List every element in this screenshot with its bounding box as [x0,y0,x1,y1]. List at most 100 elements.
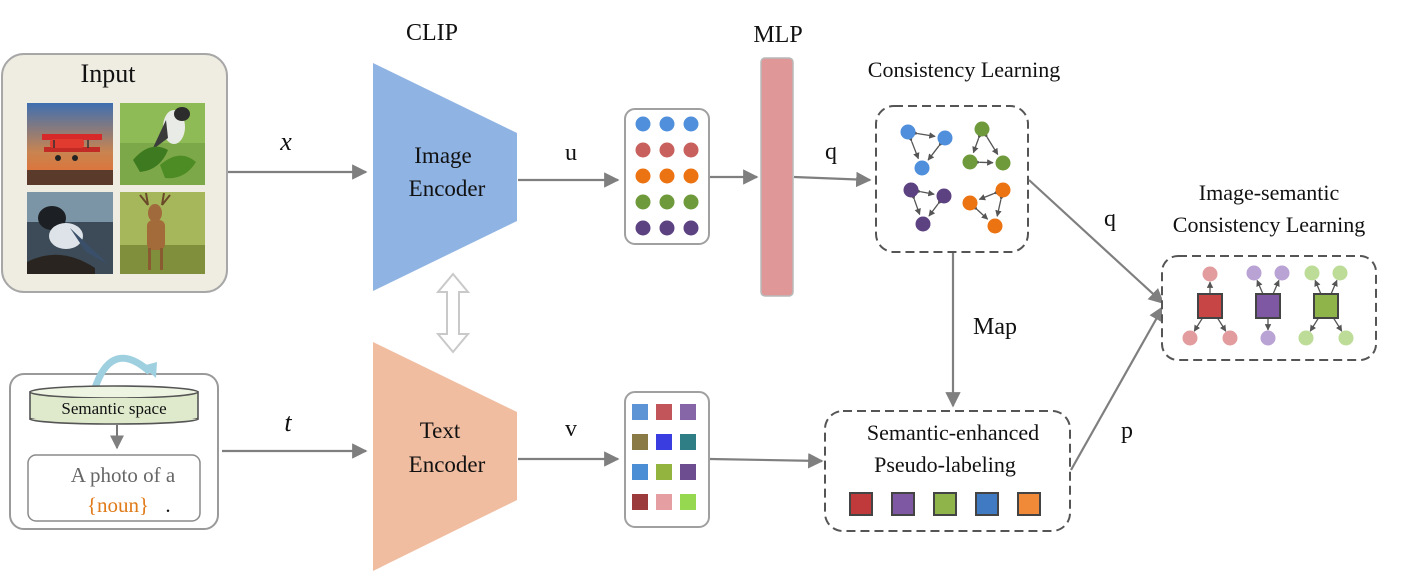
var-p: p [1121,418,1133,444]
cluster-edge [927,139,946,161]
alignment-double-arrow-icon [435,272,471,354]
u-feature-dot [659,168,675,184]
u-feature-dot [683,168,699,184]
deer-image [120,192,205,274]
input-panel: Input [1,53,228,293]
u-feature-dot [635,116,651,132]
prompt-prefix: A photo of a [71,463,176,487]
semantic-edge [1309,316,1320,332]
semantic-edge [1193,316,1204,332]
arrow-q-to-image-semantic [1028,179,1165,305]
u-feature-dot [635,194,651,210]
pseudo-line2: Pseudo-labeling [874,452,1016,477]
cluster-node [962,195,978,211]
semantic-square [1197,293,1223,319]
semantic-square [1255,293,1281,319]
semantic-space-label: Semantic space [61,399,166,418]
u-feature-dot [635,168,651,184]
pseudo-label-square [849,492,873,516]
u-feature-dot [635,142,651,158]
cluster-node [987,218,1003,234]
u-feature-dot [659,142,675,158]
semantic-dot [1246,265,1262,281]
var-x: x [279,127,292,156]
cluster-node [995,155,1011,171]
v-feature-square [632,404,648,420]
v-feature-square [656,464,672,480]
image-semantic-line1: Image-semantic [1199,180,1340,205]
image-semantic-line2: Consistency Learning [1173,212,1365,237]
v-feature-square [656,494,672,510]
u-feature-dot [635,220,651,236]
pseudo-line1: Semantic-enhanced [867,420,1039,445]
v-feature-box [624,391,710,528]
cluster-edge [906,134,920,160]
semantic-dot [1260,330,1276,346]
image-semantic-groups [1182,265,1354,346]
image-encoder [373,63,517,291]
v-feature-square [680,434,696,450]
cluster-node [936,188,952,204]
magpie-image [27,192,113,274]
semantic-dot [1274,265,1290,281]
pseudo-label-squares [849,492,1041,516]
clip-label: CLIP [406,20,458,46]
v-feature-square [632,434,648,450]
semantic-dot [1332,265,1348,281]
semantic-dot [1222,330,1238,346]
semantic-edge [1332,316,1343,332]
arrow-q-to-consistency [793,171,872,188]
prompt-suffix: . [165,493,170,517]
semantic-edge [1330,279,1338,295]
cluster-node [962,154,978,170]
var-q-1: q [825,139,837,165]
text-encoder [373,342,517,571]
cluster-node [914,160,930,176]
image-encoder-line1: Image [414,143,471,168]
u-feature-dots [635,116,699,236]
v-feature-square [680,404,696,420]
arrow-v-to-pseudo [709,453,824,469]
semantic-space-database-icon [29,385,199,425]
cluster-edge [911,129,936,139]
semantic-panel: Semantic space A photo of a {noun} . [9,354,219,530]
text-encoder-line2: Encoder [409,452,486,477]
pseudo-label-square [891,492,915,516]
semantic-square [1313,293,1339,319]
var-q-2: q [1104,206,1116,232]
v-feature-square [632,494,648,510]
consistency-box [875,105,1029,253]
semantic-edge [1216,316,1227,332]
cluster-edge [995,193,1006,217]
semantic-dot [1338,330,1354,346]
var-t: t [284,408,292,437]
map-label: Map [973,314,1017,340]
cluster-node [900,124,916,140]
cluster-edge [928,197,945,217]
cluster-node [937,130,953,146]
cluster-edge [972,131,984,154]
semantic-dot [1304,265,1320,281]
u-feature-dot [659,194,675,210]
prompt-noun: {noun} [87,493,149,517]
consistency-title: Consistency Learning [868,57,1060,82]
v-feature-square [632,464,648,480]
pseudo-label-square [1017,492,1041,516]
semantic-edge [1314,279,1322,295]
mlp-block [760,57,794,297]
pseudo-label-square [933,492,957,516]
cluster-edge [970,203,989,220]
pseudo-label-square [975,492,999,516]
u-feature-dot [659,220,675,236]
airplane-image [27,103,113,185]
image-encoder-line2: Encoder [409,176,486,201]
semantic-edge [1272,279,1280,295]
u-feature-dot [683,220,699,236]
cluster-edge [981,130,999,156]
cluster-edge [914,187,935,197]
cluster-graph [900,121,1011,234]
v-feature-squares [632,404,696,510]
semantic-edge [1256,279,1264,295]
semantic-dot [1202,266,1218,282]
